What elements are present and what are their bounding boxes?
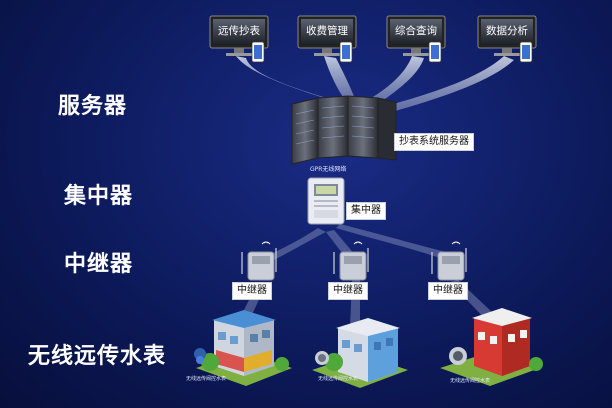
server-tag: 抄表系统服务器	[394, 133, 474, 151]
monitor-label-1: 远传抄表	[218, 25, 260, 37]
concentrator-device-icon	[307, 177, 345, 225]
tier-label-meter: 无线远传水表	[28, 344, 167, 369]
network-label: GPR无线网络	[310, 166, 347, 173]
tier-label-repeater: 中继器	[64, 252, 134, 277]
tier-label-concentrator: 集中器	[64, 184, 134, 209]
meter-caption-1: 无线远传阀控水表	[186, 376, 227, 382]
building-2-icon	[312, 318, 408, 388]
server-rack-icon	[291, 95, 397, 165]
monitor-label-2: 收费管理	[306, 25, 348, 37]
monitor-4	[477, 15, 537, 63]
monitor-beams	[236, 56, 514, 112]
meter-caption-2: 无线远传阀控水表	[318, 376, 359, 382]
repeater-tag-1: 中继器	[232, 282, 272, 300]
meter-caption-3: 无线远传阀控水表	[450, 378, 491, 384]
repeater-1-icon	[241, 241, 277, 281]
monitor-1	[209, 15, 269, 63]
monitor-label-4: 数据分析	[486, 25, 528, 37]
building-1-icon	[194, 310, 292, 386]
building-3-icon	[440, 308, 543, 386]
repeater-2-icon	[333, 241, 369, 281]
repeater-3-icon	[431, 241, 467, 281]
monitor-2	[297, 15, 357, 63]
repeater-tag-2: 中继器	[328, 282, 368, 300]
concentrator-tag: 集中器	[346, 202, 386, 220]
tier-label-server: 服务器	[58, 94, 128, 119]
monitor-3	[386, 15, 446, 63]
monitor-label-3: 综合查询	[395, 25, 437, 37]
repeater-beams	[262, 224, 446, 262]
repeater-tag-3: 中继器	[428, 282, 468, 300]
